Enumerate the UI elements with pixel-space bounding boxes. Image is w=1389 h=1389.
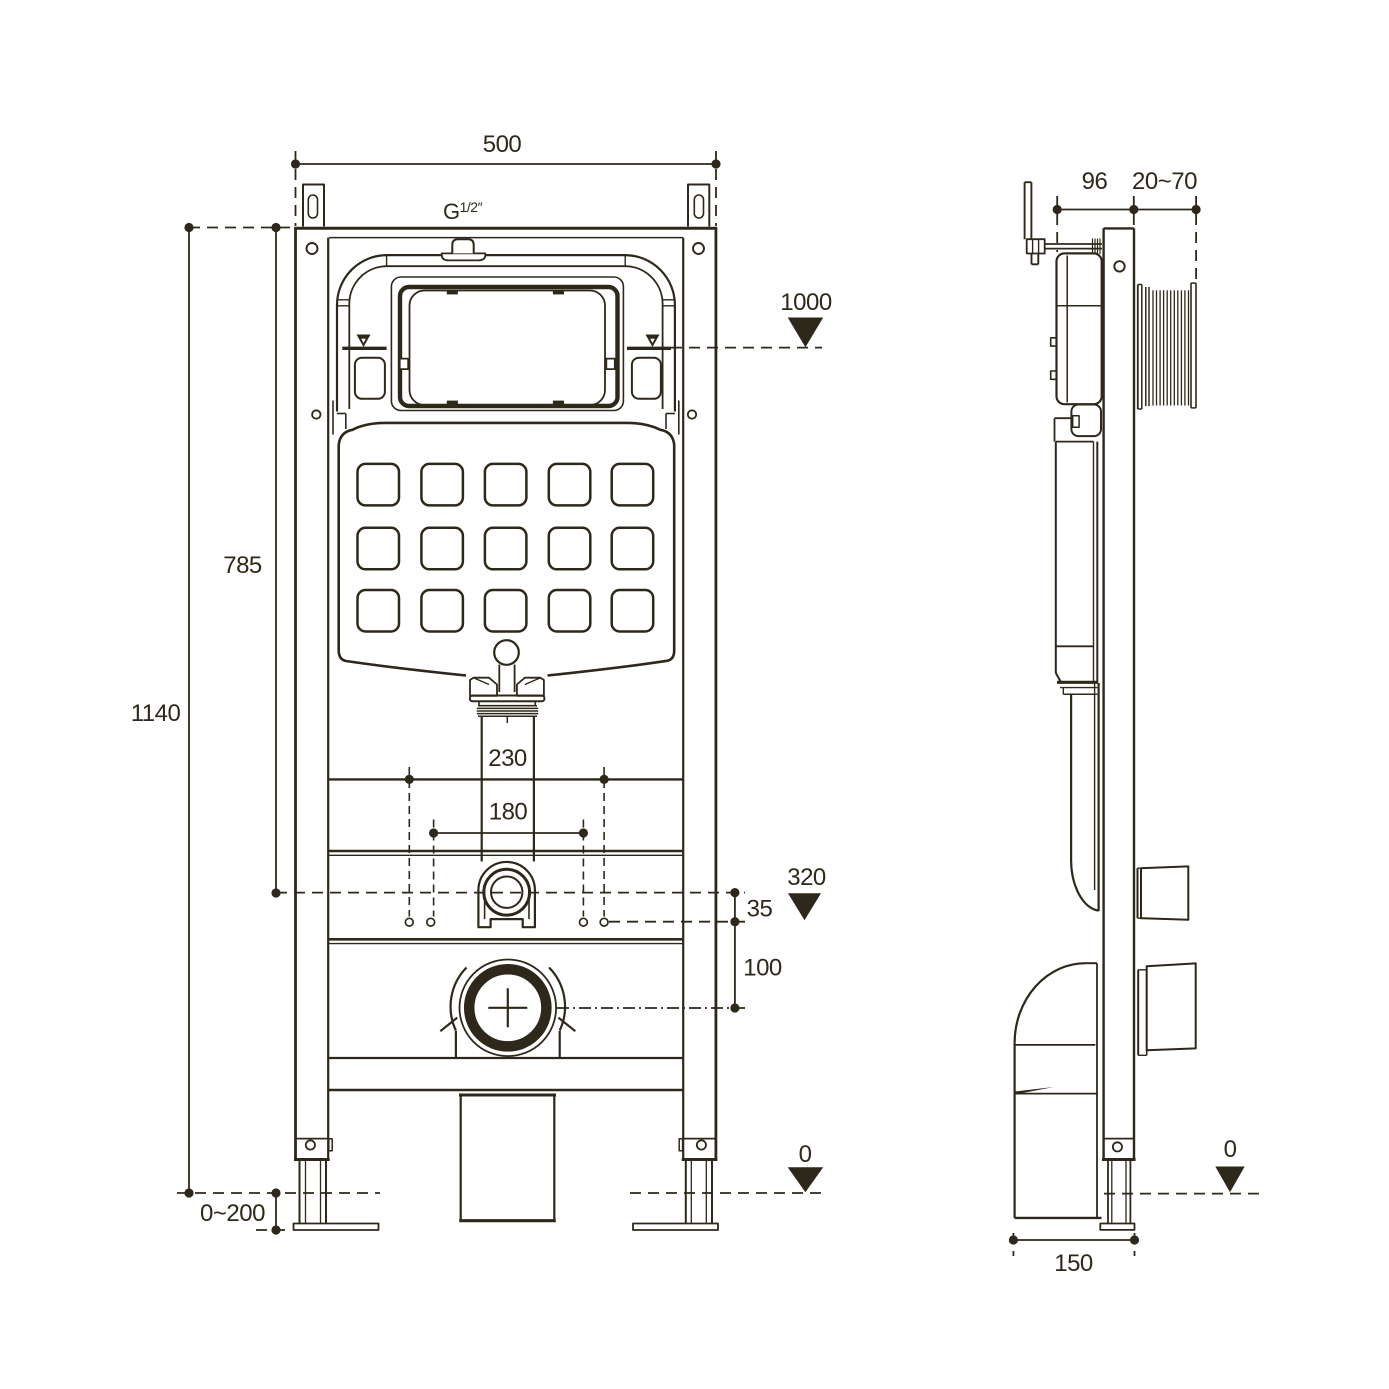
svg-text:0: 0: [799, 1141, 812, 1168]
svg-text:785: 785: [223, 552, 262, 579]
svg-text:0: 0: [1224, 1136, 1237, 1163]
svg-text:0~200: 0~200: [200, 1200, 265, 1227]
svg-text:230: 230: [488, 745, 527, 772]
svg-text:96: 96: [1082, 168, 1108, 195]
svg-text:500: 500: [483, 131, 522, 158]
svg-text:1140: 1140: [131, 700, 181, 727]
svg-text:1000: 1000: [780, 289, 832, 316]
svg-text:20~70: 20~70: [1132, 168, 1197, 195]
svg-text:180: 180: [489, 799, 528, 826]
svg-text:320: 320: [787, 864, 826, 891]
svg-text:100: 100: [743, 955, 782, 982]
svg-text:35: 35: [747, 896, 773, 923]
svg-text:150: 150: [1054, 1250, 1093, 1277]
